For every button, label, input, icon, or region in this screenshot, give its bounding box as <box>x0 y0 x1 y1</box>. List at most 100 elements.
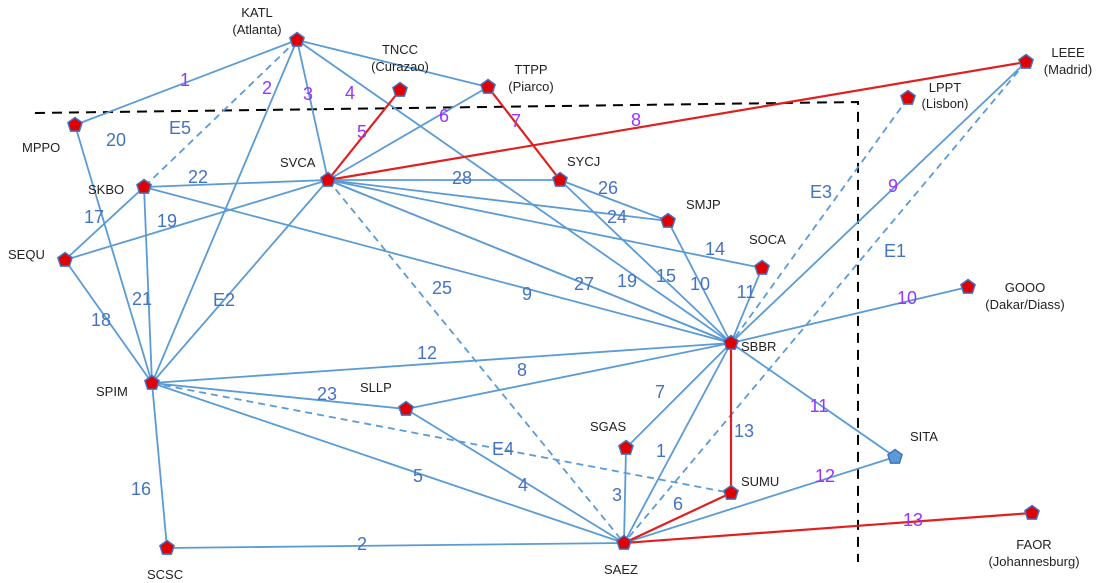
node-marker-icon <box>144 374 160 390</box>
link-sycj-smjp <box>559 179 669 222</box>
link-label: 8 <box>631 110 641 130</box>
link-label: 19 <box>157 211 177 231</box>
node-sllp: SLLP <box>360 380 414 416</box>
node-marker-icon <box>660 212 676 228</box>
link-label: 14 <box>705 239 725 259</box>
node-smjp: SMJP <box>660 197 721 228</box>
link-sbbr-saez <box>623 342 732 544</box>
node-sgas: SGAS <box>590 419 634 455</box>
node-label: TNCC <box>382 42 418 57</box>
link-gooo-sbbr <box>730 286 969 344</box>
link-katl-mppo <box>74 39 298 126</box>
link-label: 4 <box>518 475 528 495</box>
nodes-layer: KATL(Atlanta)TNCC(Curazao)TTPP(Piarco)LE… <box>8 5 1092 582</box>
node-label: (Madrid) <box>1044 62 1092 77</box>
link-soca-sbbr <box>730 267 763 344</box>
node-skbo: SKBO <box>88 178 152 197</box>
link-label: 17 <box>84 207 104 227</box>
node-label: SBBR <box>741 339 776 354</box>
link-katl-ttpp <box>296 39 489 88</box>
node-label: FAOR <box>1016 537 1051 552</box>
link-label: 2 <box>262 78 272 98</box>
link-skbo-spim <box>143 186 153 384</box>
link-label: 1 <box>180 70 190 90</box>
link-label: 9 <box>522 284 532 304</box>
link-label: 1 <box>656 441 666 461</box>
link-label: 11 <box>737 282 756 302</box>
node-label: SKBO <box>88 182 124 197</box>
link-faor-saez <box>623 511 1033 545</box>
node-label: SOCA <box>749 232 786 247</box>
link-label: 10 <box>690 274 710 294</box>
node-svca: SVCA <box>280 155 336 187</box>
node-tncc: TNCC (Curazao) <box>371 42 429 97</box>
link-label: 6 <box>439 106 449 126</box>
link-label: 7 <box>511 111 521 131</box>
node-marker-icon <box>289 31 305 47</box>
link-label: 26 <box>598 178 618 198</box>
link-sbbr-svca <box>327 179 732 344</box>
node-scsc: SCSC <box>147 539 183 582</box>
link-leee-svca <box>327 60 1027 182</box>
link-sgas-sbbr <box>625 342 732 449</box>
node-label: SYCJ <box>567 154 600 169</box>
link-label: 3 <box>303 84 313 104</box>
node-leee: LEEE (Madrid) <box>1018 45 1092 77</box>
link-label: 25 <box>432 278 452 298</box>
link-sita-sbbr <box>730 342 896 458</box>
link-skbo-sbbr <box>143 186 732 344</box>
node-label: TTPP <box>514 62 547 77</box>
node-ttpp: TTPP (Piarco) <box>480 62 554 94</box>
node-marker-icon <box>887 448 903 464</box>
node-marker-icon <box>392 81 408 97</box>
link-label: 21 <box>132 289 152 309</box>
link-mppo-spim <box>74 124 153 384</box>
node-sycj: SYCJ <box>552 154 600 187</box>
link-label: 11 <box>810 396 829 416</box>
link-label: 2 <box>357 534 367 554</box>
link-lppt-sbbr <box>730 97 909 344</box>
node-soca: SOCA <box>749 232 786 275</box>
link-katl-skbo <box>143 39 298 188</box>
link-label: 15 <box>656 266 676 286</box>
link-label: 16 <box>131 479 151 499</box>
link-label: 5 <box>357 122 367 142</box>
link-svca-spim <box>151 179 329 384</box>
link-label: 9 <box>888 176 898 196</box>
link-sumu-saez <box>623 492 732 544</box>
node-marker-icon <box>618 439 634 455</box>
node-label: SPIM <box>96 384 128 399</box>
link-leee-saez <box>623 61 1027 544</box>
link-sgas-saez <box>623 447 627 544</box>
link-label: 19 <box>617 271 637 291</box>
link-label: E4 <box>492 439 514 459</box>
link-label: 12 <box>815 466 835 486</box>
node-label: (Piarco) <box>508 79 554 94</box>
node-sumu: SUMU <box>723 474 779 500</box>
link-label: 6 <box>673 494 683 514</box>
link-sllp-sbbr <box>405 342 732 410</box>
link-svca-soca <box>327 179 763 269</box>
node-saez: SAEZ <box>604 534 638 577</box>
link-label: E3 <box>810 182 832 202</box>
node-spim: SPIM <box>96 374 160 399</box>
node-marker-icon <box>900 89 916 105</box>
node-label: LEEE <box>1051 45 1085 60</box>
link-leee-sbbr <box>730 61 1027 344</box>
node-marker-icon <box>67 116 83 132</box>
node-label: (Curazao) <box>371 59 429 74</box>
node-label: LPPT <box>929 80 962 95</box>
node-label: KATL <box>241 5 273 20</box>
node-marker-icon <box>320 171 336 187</box>
link-label: 20 <box>106 130 126 150</box>
node-marker-icon <box>57 251 73 267</box>
link-label: 4 <box>345 83 355 103</box>
node-marker-icon <box>960 278 976 294</box>
link-katl-sbbr <box>296 39 732 344</box>
node-marker-icon <box>1024 504 1040 520</box>
node-label: SLLP <box>360 380 392 395</box>
link-label: 24 <box>607 207 627 227</box>
node-mppo: MPPO <box>22 116 83 155</box>
link-tncc-svca <box>327 89 401 181</box>
